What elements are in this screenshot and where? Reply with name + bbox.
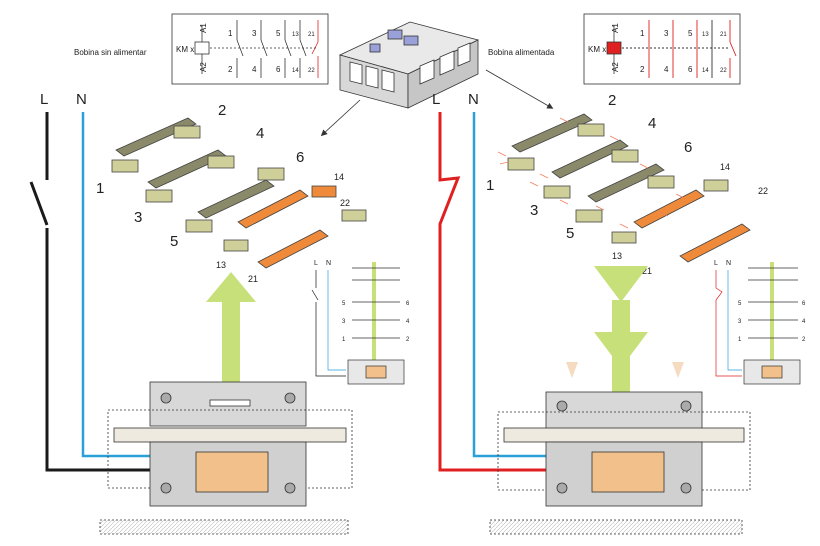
- mini-L-left: L: [314, 260, 318, 267]
- mini-row-1-left: 1: [342, 337, 346, 343]
- mini-row-6-left: 6: [406, 301, 410, 307]
- term-top-3: 3: [252, 29, 257, 38]
- contact-3-right: 3: [530, 202, 538, 219]
- contact-5-left: 5: [170, 233, 178, 250]
- schematic-left: KM x A1 A2 1 3 5 13 21 2 4 6 14 22: [171, 13, 329, 85]
- contact-5-right: 5: [566, 225, 574, 242]
- wire-N-right: [472, 112, 560, 458]
- electromagnet-right: [489, 362, 751, 535]
- attraction-arrow: [594, 266, 648, 406]
- wire-L-left: [29, 112, 150, 472]
- wire-N-left: [81, 112, 150, 458]
- line-label-N-right: N: [468, 91, 479, 108]
- term-bot-22: 22: [308, 68, 315, 74]
- contact-21-left: 21: [248, 274, 258, 284]
- term-bot-22-right: 22: [720, 68, 727, 74]
- contact-4-right: 4: [648, 115, 656, 132]
- contact-22-right: 22: [758, 186, 768, 196]
- mini-row-5-left: 5: [342, 301, 346, 307]
- contact-13-left: 13: [216, 260, 226, 270]
- caption-right: Bobina alimentada: [488, 48, 555, 57]
- mini-row-3-right: 3: [738, 319, 742, 325]
- term-bot-6-right: 6: [688, 65, 693, 74]
- term-bot-2-right: 2: [640, 65, 645, 74]
- mini-row-2-right: 2: [802, 337, 806, 343]
- mini-row-4-left: 4: [406, 319, 410, 325]
- term-top-1: 1: [228, 29, 233, 38]
- term-top-21-right: 21: [720, 32, 727, 38]
- contact-3-left: 3: [134, 209, 142, 226]
- contact-14-right: 14: [720, 162, 730, 172]
- mini-row-5-right: 5: [738, 301, 742, 307]
- line-label-N-left: N: [76, 91, 87, 108]
- contact-6-left: 6: [296, 149, 304, 166]
- term-bot-4-right: 4: [664, 65, 669, 74]
- km-label-right: KM x: [588, 45, 606, 54]
- schematic-right-contacts: [622, 20, 737, 78]
- a1-label: A1: [199, 23, 208, 33]
- term-top-3-right: 3: [664, 29, 669, 38]
- line-label-L-right: L: [432, 91, 440, 108]
- contact-1-right: 1: [486, 177, 494, 194]
- term-top-21: 21: [308, 32, 315, 38]
- contact-2-left: 2: [218, 102, 226, 119]
- caption-left: Bobina sin alimentar: [74, 48, 147, 57]
- term-bot-4: 4: [252, 65, 257, 74]
- spring-return-arrow: [206, 272, 256, 402]
- contact-4-left: 4: [256, 125, 264, 142]
- schematic-left-contacts: [210, 20, 319, 78]
- term-bot-14-right: 14: [702, 68, 709, 74]
- contacts-right: [507, 113, 751, 263]
- mini-N-right: N: [726, 260, 731, 267]
- contacts-left: [111, 117, 367, 269]
- arrow-to-right: [485, 69, 554, 109]
- term-top-13-right: 13: [702, 32, 709, 38]
- term-bot-6: 6: [276, 65, 281, 74]
- mini-circuit-left: L N: [311, 260, 405, 385]
- term-top-13: 13: [292, 32, 299, 38]
- wire-L-right: [438, 112, 560, 472]
- arrow-to-left: [320, 99, 361, 137]
- a2-label: A2: [199, 62, 208, 72]
- contactor-body: [338, 21, 480, 109]
- mini-row-1-right: 1: [738, 337, 742, 343]
- mini-row-4-right: 4: [802, 319, 806, 325]
- km-label: KM x: [176, 45, 194, 54]
- sparks-right: [497, 117, 685, 229]
- mini-row-6-right: 6: [802, 301, 806, 307]
- term-top-5: 5: [276, 29, 281, 38]
- electromagnet-left: [99, 381, 353, 535]
- mini-row-3-left: 3: [342, 319, 346, 325]
- contact-2-right: 2: [608, 92, 616, 109]
- mini-L-right: L: [714, 260, 718, 267]
- term-bot-2: 2: [228, 65, 233, 74]
- contact-21-right: 21: [642, 266, 652, 276]
- contact-14-left: 14: [334, 172, 344, 182]
- contact-22-left: 22: [340, 198, 350, 208]
- schematic-right: KM x A1 A2 1 3 5 13 21 2 4 6 14 22: [583, 13, 741, 85]
- line-label-L-left: L: [40, 91, 48, 108]
- a1-label-right: A1: [611, 23, 620, 33]
- contact-13-right: 13: [612, 251, 622, 261]
- term-top-5-right: 5: [688, 29, 693, 38]
- mini-N-left: N: [326, 260, 331, 267]
- mini-circuit-right: L N: [714, 260, 801, 385]
- contact-1-left: 1: [96, 180, 104, 197]
- term-bot-14: 14: [292, 68, 299, 74]
- a2-label-right: A2: [611, 62, 620, 72]
- term-top-1-right: 1: [640, 29, 645, 38]
- mini-row-2-left: 2: [406, 337, 410, 343]
- contact-6-right: 6: [684, 139, 692, 156]
